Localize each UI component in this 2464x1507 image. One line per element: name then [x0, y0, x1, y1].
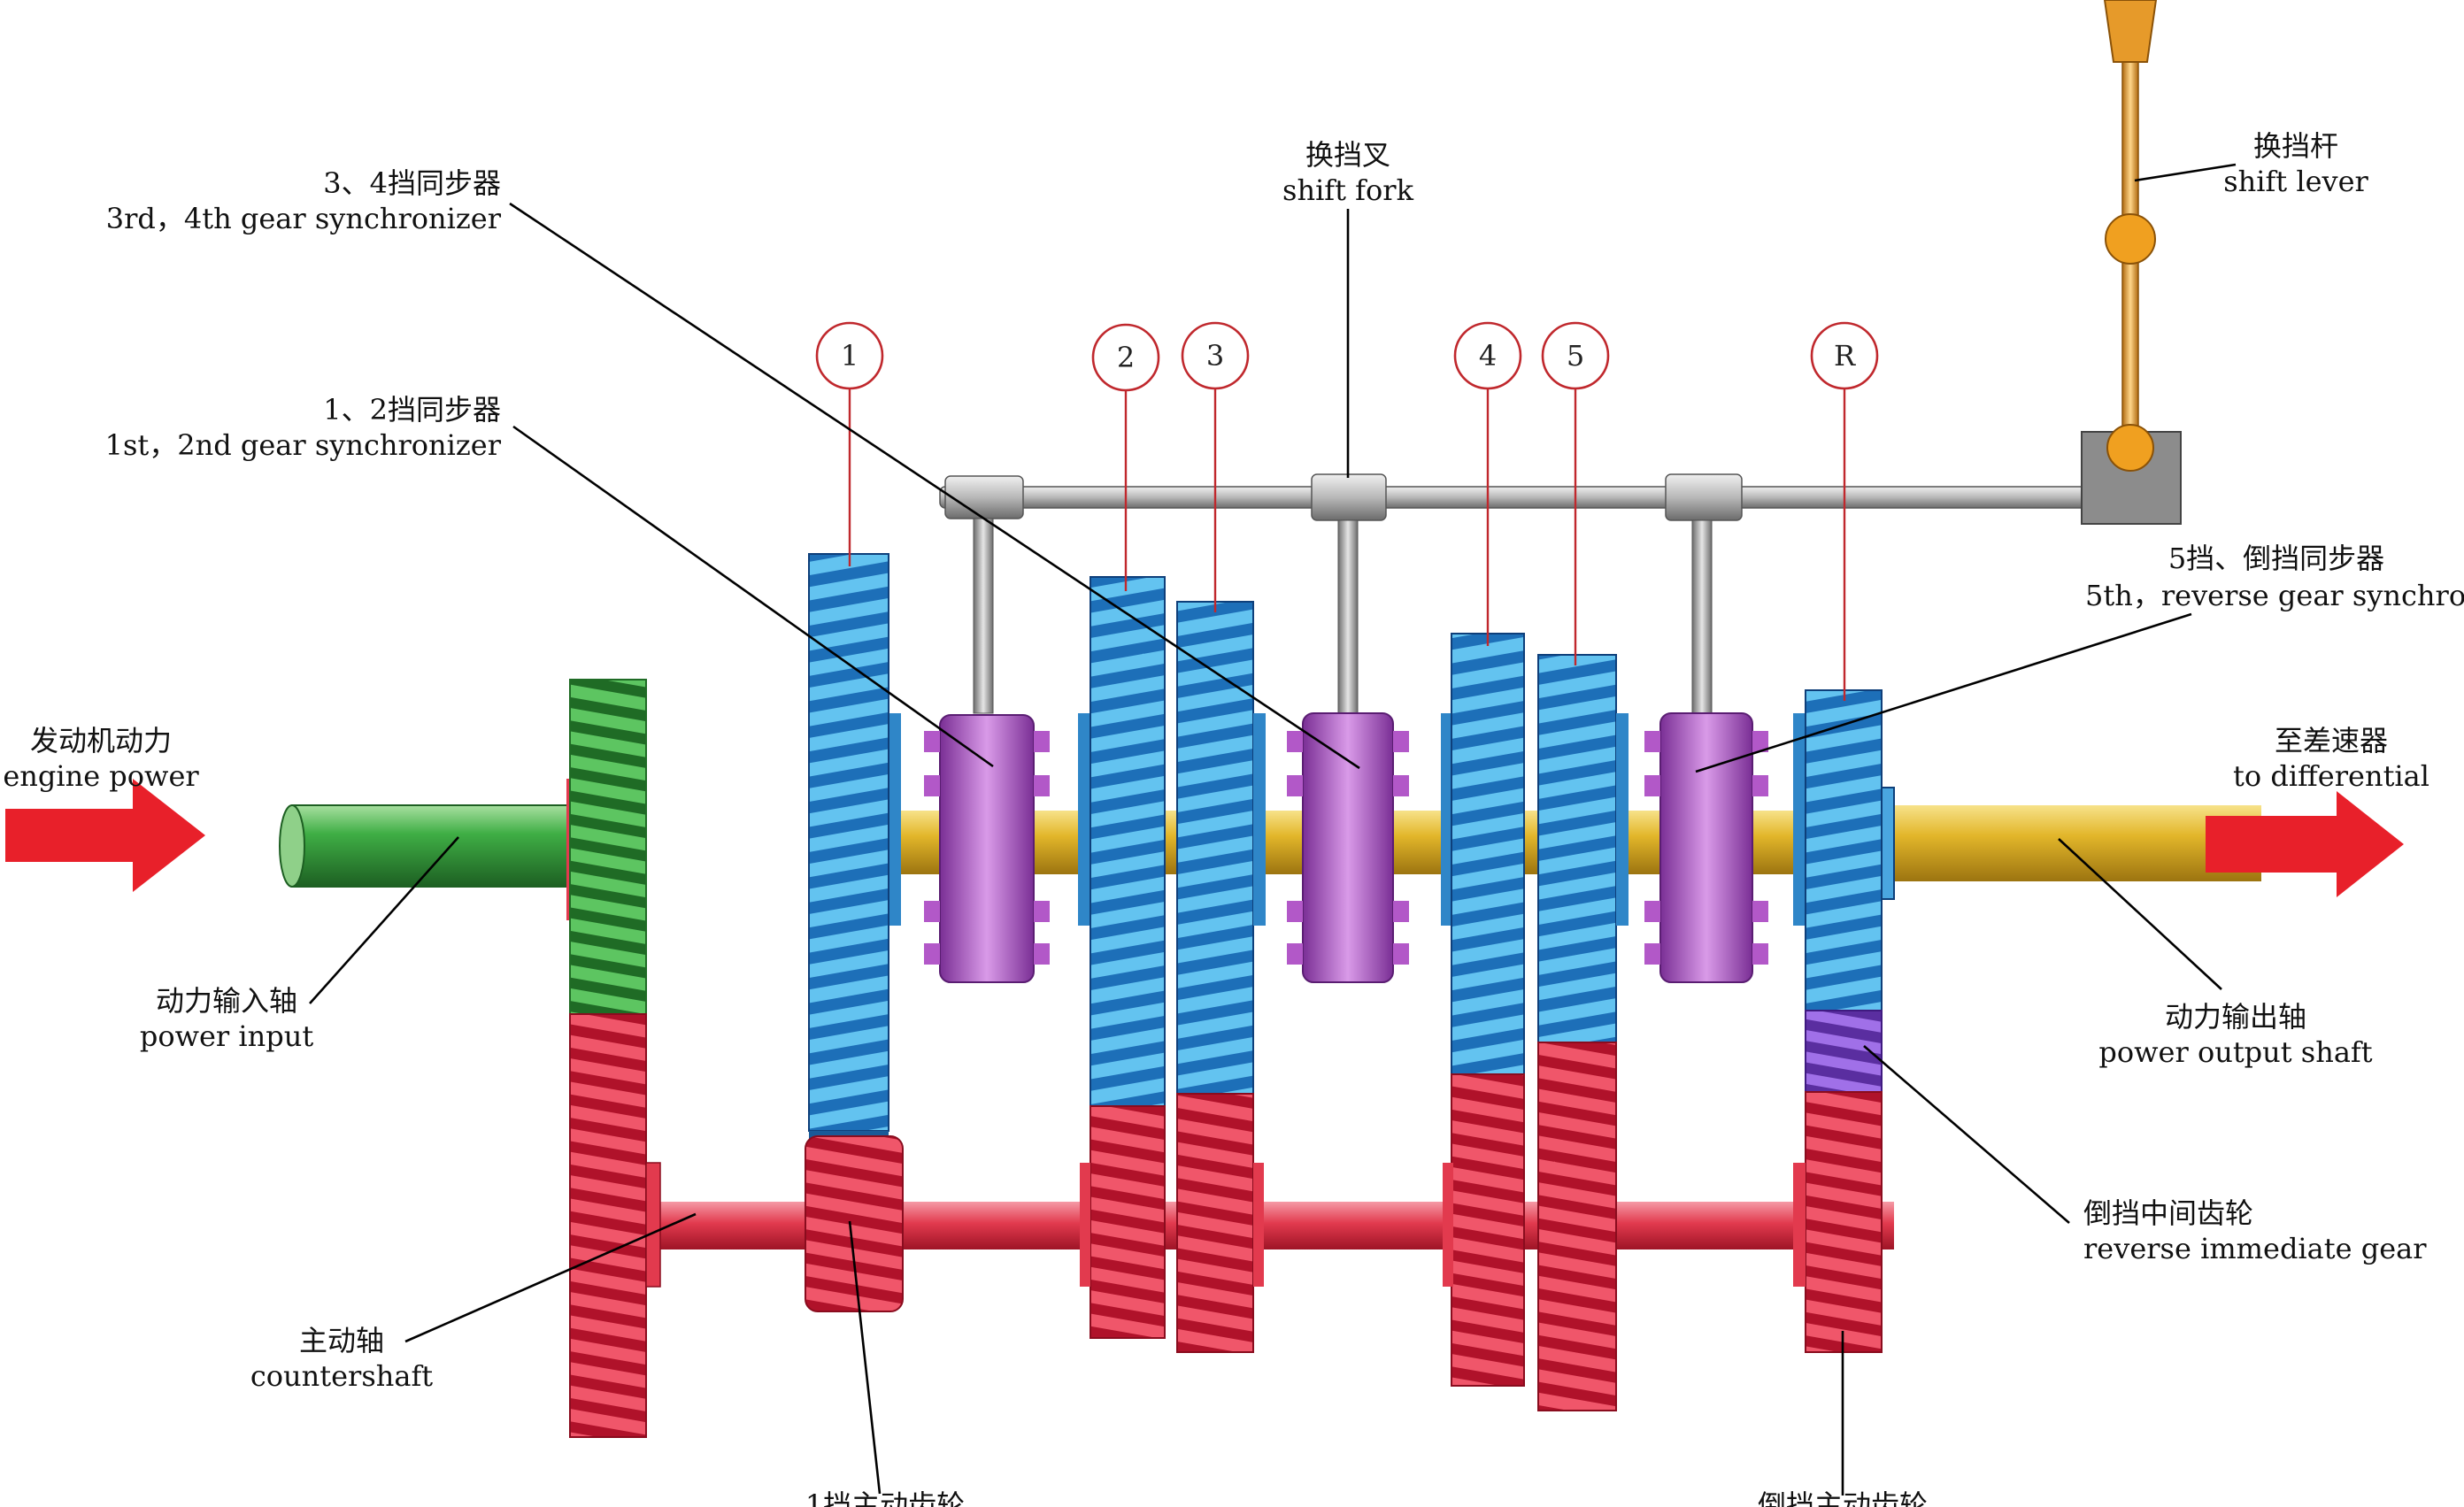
output-shaft-right: [1894, 805, 2261, 881]
shift-fork-rod-3: [1691, 519, 1713, 714]
gear-marker-3: 3: [1181, 321, 1250, 390]
gear-marker-2: 2: [1091, 323, 1160, 392]
label-power-output-cn: 动力输出轴: [2165, 1000, 2306, 1034]
label-shift-lever-en: shift lever: [2223, 165, 2368, 198]
shift-fork-rod-2: [1337, 519, 1359, 714]
gear-1: [805, 553, 904, 1312]
input-shaft: [285, 804, 576, 888]
label-shift-lever-cn: 换挡杆: [2253, 129, 2338, 163]
label-sync5r-en: 5th，reverse gear synchronizer: [2085, 579, 2464, 612]
shift-fork-rod-1: [973, 518, 994, 714]
svg-text:3: 3: [1206, 339, 1224, 373]
label-reverse-drive-gear: 倒挡主动齿轮: [1758, 1488, 1928, 1507]
shift-lever-joint: [2105, 213, 2156, 265]
label-reverse-idler-cn: 倒挡中间齿轮: [2083, 1196, 2253, 1230]
gear-marker-5: 5: [1541, 321, 1610, 390]
shift-rail-block-2: [1311, 473, 1387, 521]
gear-markers: 1 2 3 4 5 R: [815, 321, 1879, 701]
gear-marker-1: 1: [815, 321, 884, 390]
label-power-output-en: power output shaft: [2098, 1035, 2372, 1069]
labels: 3、4挡同步器 3rd，4th gear synchronizer 1、2挡同步…: [3, 129, 2464, 1507]
to-differential-arrow: [2206, 791, 2404, 897]
input-drive-gear: [566, 679, 661, 1438]
shift-rail-block-1: [944, 475, 1024, 519]
label-shift-fork-en: shift fork: [1282, 173, 1414, 207]
power-arrows: [5, 779, 2404, 897]
label-sync12-cn: 1、2挡同步器: [323, 393, 501, 427]
shift-lever-knob: [2103, 0, 2158, 63]
svg-text:2: 2: [1117, 341, 1135, 374]
label-sync34-cn: 3、4挡同步器: [323, 166, 501, 200]
label-sync34-en: 3rd，4th gear synchronizer: [106, 202, 502, 235]
label-engine-power-cn: 发动机动力: [30, 724, 172, 757]
input-shaft-end: [279, 804, 305, 888]
shift-rail-block-3: [1665, 473, 1743, 521]
gear-3: [1176, 601, 1266, 1353]
synchronizer-3-4: [1287, 712, 1409, 983]
gear-5: [1537, 654, 1629, 1411]
output-shaft-collar: [1881, 787, 1895, 900]
gear-2: [1078, 576, 1166, 1339]
label-countershaft-cn: 主动轴: [299, 1324, 384, 1357]
synchronizer-5-reverse: [1644, 712, 1768, 983]
engine-power-arrow: [5, 779, 205, 892]
leader-lines: [309, 163, 2237, 1495]
shift-rail: [939, 486, 2091, 509]
gears: [566, 553, 1883, 1438]
label-to-diff-cn: 至差速器: [2275, 724, 2388, 757]
label-first-drive-gear: 1挡主动齿轮: [805, 1488, 965, 1507]
svg-text:5: 5: [1567, 339, 1584, 373]
gear-marker-r: R: [1810, 321, 1879, 390]
svg-text:1: 1: [841, 339, 859, 373]
label-shift-fork-cn: 换挡叉: [1305, 138, 1390, 172]
label-sync12-en: 1st，2nd gear synchronizer: [105, 428, 502, 462]
label-countershaft-en: countershaft: [250, 1359, 433, 1393]
gear-marker-4: 4: [1453, 321, 1522, 390]
label-engine-power-en: engine power: [3, 759, 199, 793]
label-to-diff-en: to differential: [2233, 759, 2429, 793]
shift-mechanism: [939, 0, 2182, 714]
gear-4: [1441, 633, 1525, 1387]
shift-lever-pivot: [2106, 424, 2154, 472]
synchronizer-1-2: [924, 714, 1050, 983]
svg-text:4: 4: [1479, 339, 1497, 373]
label-sync5r-cn: 5挡、倒挡同步器: [2168, 542, 2384, 575]
label-reverse-idler-en: reverse immediate gear: [2083, 1232, 2427, 1265]
svg-text:R: R: [1834, 339, 1856, 373]
reverse-gear-stack: [1793, 689, 1883, 1353]
label-power-input-en: power input: [140, 1019, 313, 1053]
label-power-input-cn: 动力输入轴: [156, 984, 297, 1018]
